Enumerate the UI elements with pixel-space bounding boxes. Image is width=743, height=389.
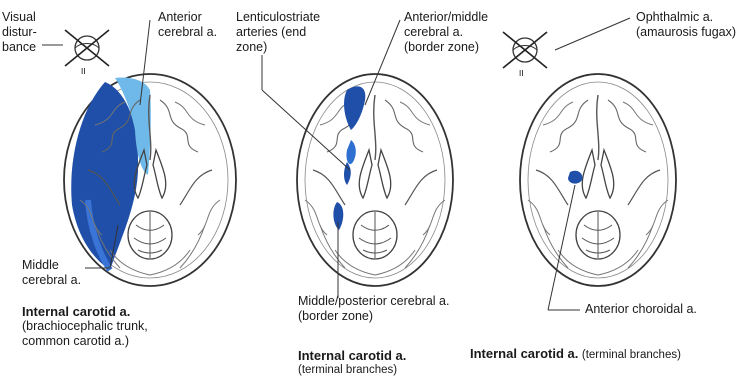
panel3-caption: Internal carotid a. (terminal branches) [470, 346, 681, 363]
anterior-cerebral-label: Anterior cerebral a. [158, 10, 217, 40]
visual-disturbance-label: Visual distur- bance [2, 10, 37, 55]
middle-cerebral-label: Middle cerebral a. [22, 258, 81, 288]
brain-panel-1 [64, 74, 236, 286]
lenticulostriate-label: Lenticulostriate arteries (end zone) [236, 10, 320, 55]
panel1-caption: Internal carotid a. (brachiocephalic tru… [22, 304, 148, 349]
middle-posterior-label: Middle/posterior cerebral a. (border zon… [298, 294, 449, 324]
ophthalmic-label: Ophthalmic a. (amaurosis fugax) [636, 10, 736, 40]
anterior-choroidal-label: Anterior choroidal a. [585, 302, 697, 317]
eye-cross-icon [65, 30, 109, 76]
anterior-middle-label: Anterior/middle cerebral a. (border zone… [404, 10, 488, 55]
panel2-caption: Internal carotid a. (terminal branches) [298, 348, 406, 378]
brain-panel-2 [297, 74, 453, 286]
eye-cross-icon-2 [503, 32, 547, 78]
brain-panel-3 [520, 74, 676, 286]
